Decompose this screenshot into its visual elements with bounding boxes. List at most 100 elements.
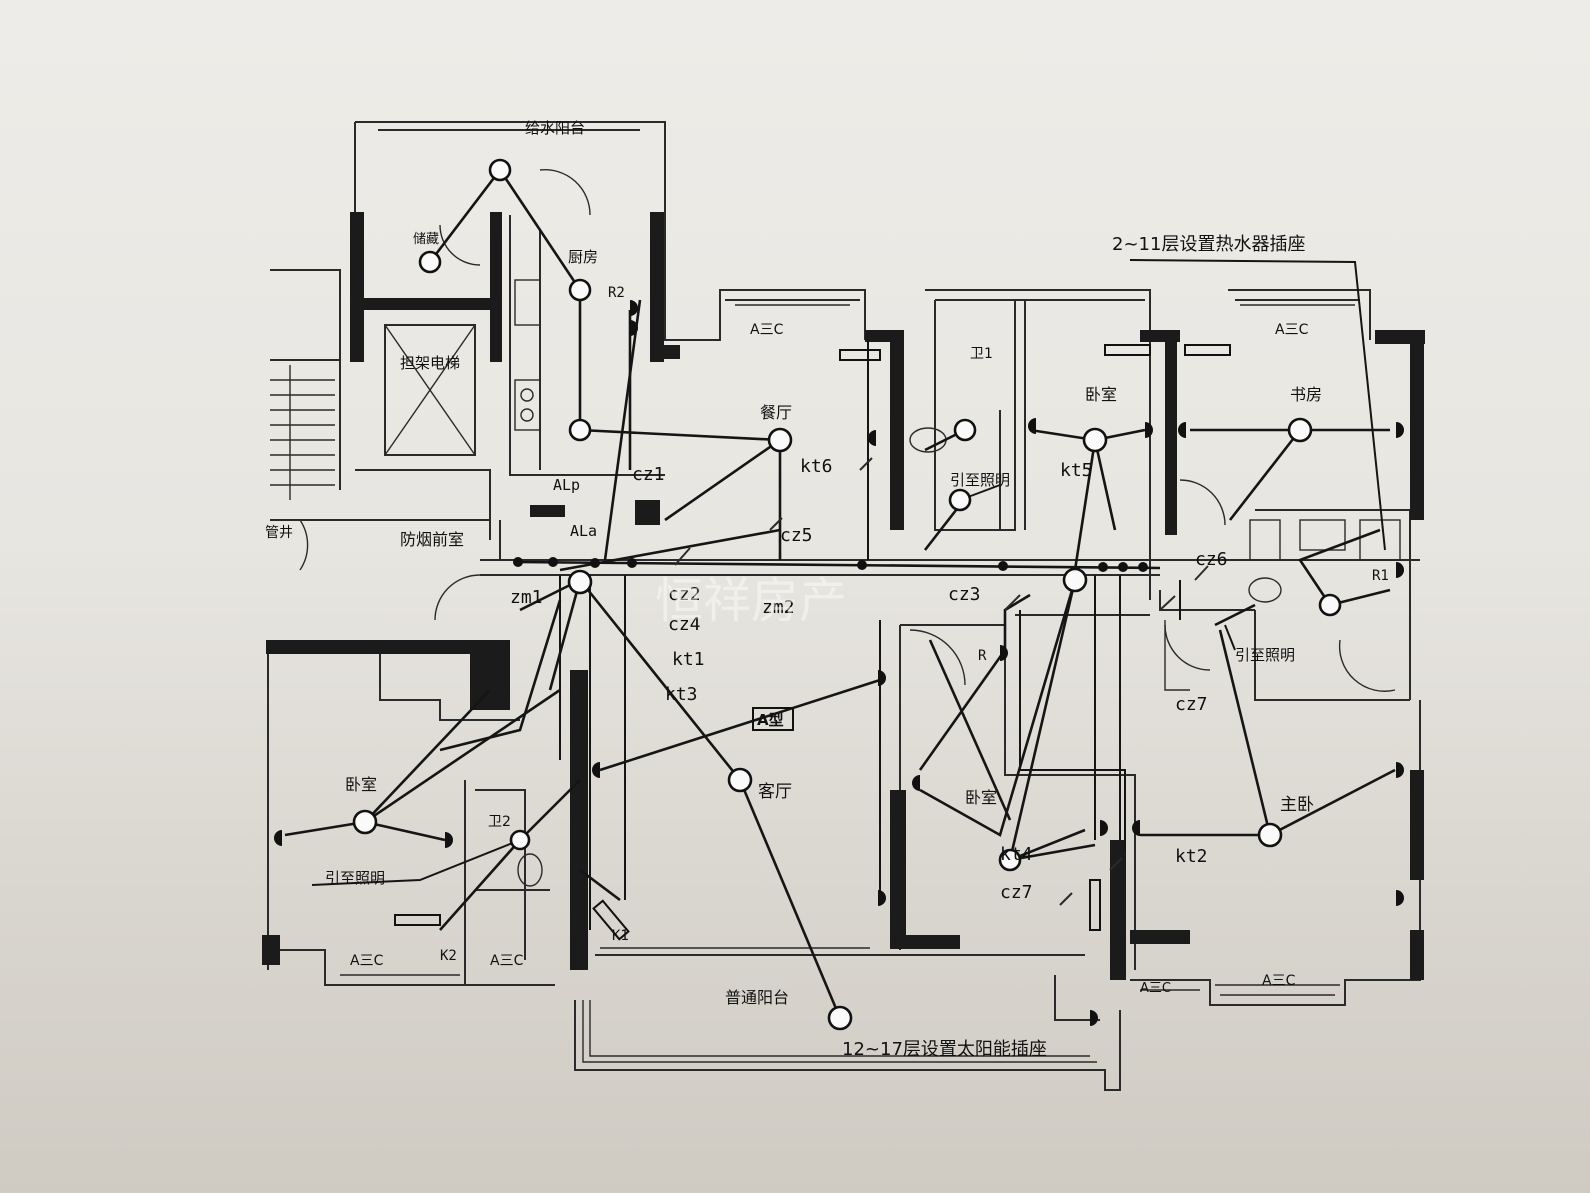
lamp-storage-icon bbox=[418, 250, 442, 274]
window-tags: A三C A三C A三C A三C A三C A三C bbox=[350, 322, 1309, 996]
socket-icon bbox=[868, 430, 876, 446]
label-storage: 储藏 bbox=[413, 232, 439, 247]
label-balcony-bottom: 普通阳台 bbox=[725, 988, 789, 1007]
thin-wall-lines bbox=[267, 121, 1421, 1091]
socket-icon bbox=[1000, 645, 1008, 661]
circuit-r2: R2 bbox=[608, 285, 625, 301]
socket-icon bbox=[445, 832, 453, 848]
lamp-bathroom-1b-icon bbox=[948, 488, 972, 512]
junction-dots bbox=[513, 557, 1148, 572]
circuit-labels: cz1 cz5 kt6 kt5 cz6 zm1 cz2 zm2 cz3 cz4 … bbox=[440, 285, 1389, 964]
socket-icon bbox=[630, 320, 638, 336]
type-tag-frame bbox=[752, 707, 794, 731]
note-solar: 12~17层设置太阳能插座 bbox=[842, 1039, 1047, 1060]
window-tag: A三C bbox=[750, 322, 784, 338]
window-marks bbox=[340, 304, 1355, 986]
circuit-r-mid: R bbox=[978, 648, 987, 664]
circuit-cz7-mid: cz7 bbox=[1000, 882, 1033, 903]
circuit-r1: R1 bbox=[1372, 568, 1389, 584]
label-bathroom-sw: 卫2 bbox=[488, 814, 511, 830]
label-balcony-top: 给水阳台 bbox=[525, 119, 585, 137]
label-kitchen: 厨房 bbox=[568, 248, 598, 266]
label-living: 客厅 bbox=[758, 782, 792, 802]
lamp-bathroom-1-icon bbox=[953, 418, 977, 442]
lamp-kitchen-2-icon bbox=[568, 418, 592, 442]
label-study: 书房 bbox=[1290, 385, 1322, 404]
lamp-balcony-bottom-icon bbox=[827, 1005, 853, 1031]
room-labels: 给水阳台 2~11层设置热水器插座 担架电梯 厨房 储藏 餐厅 卫1 卧室 书房… bbox=[265, 119, 1322, 1060]
window-tag: A三C bbox=[1275, 322, 1309, 338]
ac-units bbox=[394, 344, 1231, 941]
elevator-shaft bbox=[384, 324, 476, 456]
lamp-dining-icon bbox=[767, 427, 793, 453]
lamp-bedroom-mid-icon bbox=[998, 848, 1022, 872]
label-smoke-vestibule: 防烟前室 bbox=[400, 530, 464, 549]
note-water-heater: 2~11层设置热水器插座 bbox=[1112, 234, 1305, 255]
label-type-tag: A型 bbox=[757, 711, 784, 729]
circuit-cz4: cz4 bbox=[668, 614, 701, 635]
socket-icon bbox=[912, 775, 920, 791]
lamp-master-icon bbox=[1257, 822, 1283, 848]
circuit-zm1: zm1 bbox=[510, 587, 543, 608]
window-tag: A三C bbox=[1262, 973, 1296, 989]
label-dining: 餐厅 bbox=[760, 403, 792, 422]
lamp-bedroom-sw-icon bbox=[352, 809, 378, 835]
label-bedroom-sw: 卧室 bbox=[345, 775, 377, 794]
label-elevator: 担架电梯 bbox=[400, 354, 460, 372]
circuit-cz7-se: cz7 bbox=[1175, 694, 1208, 715]
socket-icon bbox=[1396, 562, 1404, 578]
circuit-kt4: kt4 bbox=[1000, 844, 1033, 865]
socket-icon bbox=[1132, 820, 1140, 836]
socket-icon bbox=[1100, 820, 1108, 836]
watermark-text: 恒祥房产 bbox=[655, 573, 847, 629]
circuit-kt3: kt3 bbox=[665, 684, 698, 705]
socket-icon bbox=[1396, 762, 1404, 778]
lamp-kitchen-icon bbox=[568, 278, 592, 302]
label-lead-lighting-3: 引至照明 bbox=[325, 869, 385, 887]
socket-icon bbox=[1178, 422, 1186, 438]
lamp-corridor-icon bbox=[1062, 567, 1088, 593]
circuit-k2: K2 bbox=[440, 948, 457, 964]
lamp-bedroom-ne-icon bbox=[1082, 427, 1108, 453]
lamp-balcony-icon bbox=[488, 158, 512, 182]
socket-icon bbox=[1090, 1010, 1098, 1026]
label-lead-lighting-2: 引至照明 bbox=[1235, 646, 1295, 664]
window-tag: A三C bbox=[1140, 981, 1171, 996]
label-pipe-well: 管井 bbox=[265, 525, 293, 541]
lamp-living-icon bbox=[727, 767, 753, 793]
circuit-cz1: cz1 bbox=[632, 464, 665, 485]
ceiling-lamps bbox=[352, 158, 1342, 1031]
socket-icon bbox=[1145, 422, 1153, 438]
socket-icon bbox=[1396, 422, 1404, 438]
lamp-entry-icon bbox=[567, 569, 593, 595]
circuit-k1: K1 bbox=[612, 928, 629, 944]
label-bedroom-mid: 卧室 bbox=[965, 788, 997, 807]
label-master-bedroom: 主卧 bbox=[1280, 795, 1314, 815]
socket-icon bbox=[274, 830, 282, 846]
lamp-bathroom-2-icon bbox=[509, 829, 531, 851]
circuit-kt6: kt6 bbox=[800, 456, 833, 477]
window-tag: A三C bbox=[490, 953, 524, 969]
panel-ala: ALa bbox=[570, 522, 597, 540]
circuit-kt2: kt2 bbox=[1175, 846, 1208, 867]
label-bedroom-ne: 卧室 bbox=[1085, 385, 1117, 404]
socket-icon bbox=[878, 890, 886, 906]
socket-icon bbox=[878, 670, 886, 686]
socket-icon bbox=[1396, 890, 1404, 906]
bearing-walls bbox=[262, 212, 1425, 980]
lamp-study-icon bbox=[1287, 417, 1313, 443]
panel-alp: ALp bbox=[553, 476, 580, 494]
circuit-kt1: kt1 bbox=[672, 649, 705, 670]
window-tag: A三C bbox=[350, 953, 384, 969]
socket-icon bbox=[1028, 418, 1036, 434]
circuit-cz3: cz3 bbox=[948, 584, 981, 605]
circuit-cz6: cz6 bbox=[1195, 549, 1228, 570]
socket-icon bbox=[630, 300, 638, 316]
wall-sockets bbox=[274, 300, 1404, 1026]
staircase bbox=[270, 365, 335, 500]
circuit-zm2: zm2 bbox=[762, 597, 795, 618]
circuit-cz5: cz5 bbox=[780, 525, 813, 546]
circuit-cz2: cz2 bbox=[668, 584, 701, 605]
circuit-kt5: kt5 bbox=[1060, 460, 1093, 481]
